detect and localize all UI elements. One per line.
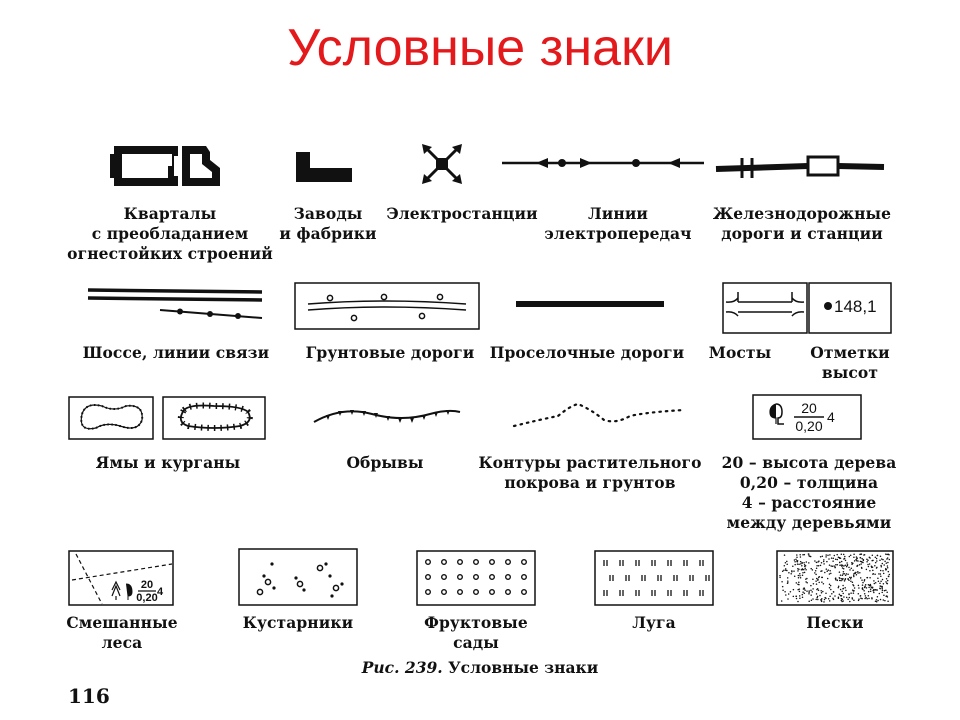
dirt-roads-symbol: [294, 282, 480, 330]
figure-caption-number: Рис. 239.: [361, 658, 443, 677]
svg-text:0,20: 0,20: [795, 418, 822, 434]
page-title: Условные знаки: [287, 19, 673, 77]
svg-text:0,20: 0,20: [136, 592, 157, 604]
legend-label-dirt-roads: Грунтовые дороги: [305, 343, 475, 362]
legend-label-bridges: Мосты: [708, 343, 772, 362]
legend-label-pits-mounds: Ямы и курганы: [95, 453, 241, 472]
legend-label-cliffs: Обрывы: [346, 453, 424, 472]
svg-text:148,1: 148,1: [834, 297, 877, 316]
legend-label-highways: Шоссе, линии связи: [82, 343, 270, 362]
figure-caption-text: Условные знаки: [448, 658, 599, 677]
svg-text:20: 20: [801, 400, 817, 416]
sands-symbol: [776, 550, 894, 606]
factories-symbol: [296, 152, 352, 182]
mixed-forest-symbol: 20 0,20 4: [68, 550, 174, 606]
country-roads-symbol: [516, 301, 664, 307]
orchards-symbol: [416, 550, 536, 606]
bridges-symbol: [722, 282, 808, 334]
legend-label-shrubs: Кустарники: [242, 613, 354, 632]
figure-caption: Рис. 239. Условные знаки: [0, 658, 960, 677]
shrubs-symbol: [238, 548, 358, 606]
legend-label-power-stations: Электростанции: [386, 204, 538, 223]
legend-label-country-roads: Проселочные дороги: [489, 343, 685, 362]
legend-label-meadows: Луга: [632, 613, 676, 632]
pits-symbol: [68, 396, 154, 440]
svg-text:20: 20: [141, 579, 153, 591]
mounds-symbol: [162, 396, 266, 440]
highway-symbol: [87, 288, 263, 319]
svg-text:4: 4: [157, 586, 164, 598]
vegetation-contours-symbol: [512, 402, 686, 428]
svg-text:4: 4: [827, 409, 835, 425]
tree-symbol: 20 0,20 4: [752, 394, 862, 440]
railway-symbol: [715, 155, 885, 178]
city-blocks-symbol: [110, 146, 220, 186]
cliffs-symbol: [313, 409, 461, 423]
power-lines-symbol: [502, 158, 704, 168]
power-station-symbol: [422, 144, 462, 184]
meadows-symbol: [594, 550, 714, 606]
legend-label-sands: Пески: [806, 613, 864, 632]
height-marks-symbol: 148,1: [808, 282, 892, 334]
page-number: 116: [68, 684, 110, 708]
